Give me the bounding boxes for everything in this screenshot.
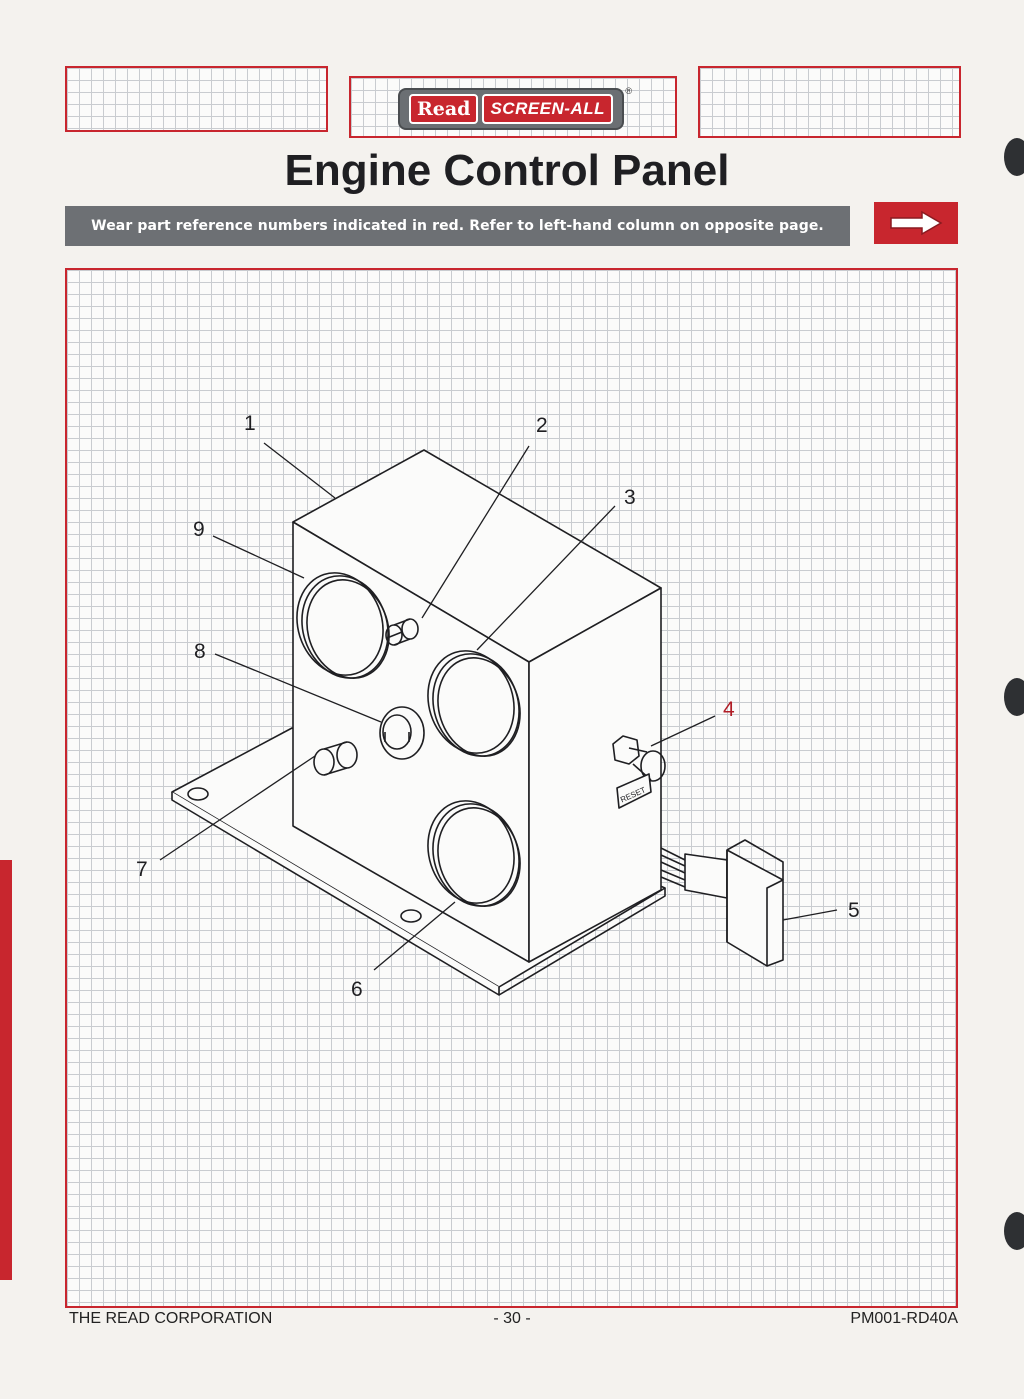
control-box-body [292,449,662,963]
toggle-switch-2 [385,618,419,646]
footer-page-number: - 30 - [493,1310,531,1327]
wiring-connector-5 [660,839,784,967]
callout-3: 3 [624,486,636,509]
leader-lines [159,442,838,971]
header-grid-box-left [65,66,328,132]
header-grid-box-right [698,66,961,138]
callout-5: 5 [848,899,860,922]
wear-part-banner: Wear part reference numbers indicated in… [65,206,850,246]
binder-edge-strip [0,860,12,1280]
binder-hole [1004,1212,1024,1250]
logo-registered-mark: ® [625,86,632,96]
logo-read-text: Read [408,94,479,124]
read-screen-all-logo: Read SCREEN-ALL ® [398,86,632,130]
banner-text: Wear part reference numbers indicated in… [91,218,824,234]
callout-6: 6 [351,978,363,1001]
push-button-8 [379,706,425,760]
reset-button-4 [612,735,666,809]
callout-9: 9 [193,518,205,541]
binder-hole [1004,138,1024,176]
page-title: Engine Control Panel [284,146,730,195]
diagram-panel: 1 2 3 4 5 6 7 8 9 RESET [65,268,958,1308]
callout-8: 8 [194,640,206,663]
binder-hole [1004,678,1024,716]
callout-4-wear-part: 4 [723,698,735,721]
callout-2: 2 [536,414,548,437]
logo-screen-all-text: SCREEN-ALL [482,94,614,124]
arrow-right-icon [890,210,943,236]
next-page-button[interactable] [874,202,958,244]
footer-document-id: PM001-RD40A [850,1310,958,1327]
callout-1: 1 [244,412,256,435]
gauge-3 [427,650,521,757]
callout-7: 7 [136,858,148,881]
gauge-9 [296,572,390,679]
gauge-6 [427,800,521,907]
footer-company: THE READ CORPORATION [69,1310,273,1327]
engine-control-panel-diagram: 1 2 3 4 5 6 7 8 9 RESET [136,412,860,1001]
indicator-light-7 [313,741,358,776]
callout-labels: 1 2 3 4 5 6 7 8 9 RESET [136,412,860,1001]
